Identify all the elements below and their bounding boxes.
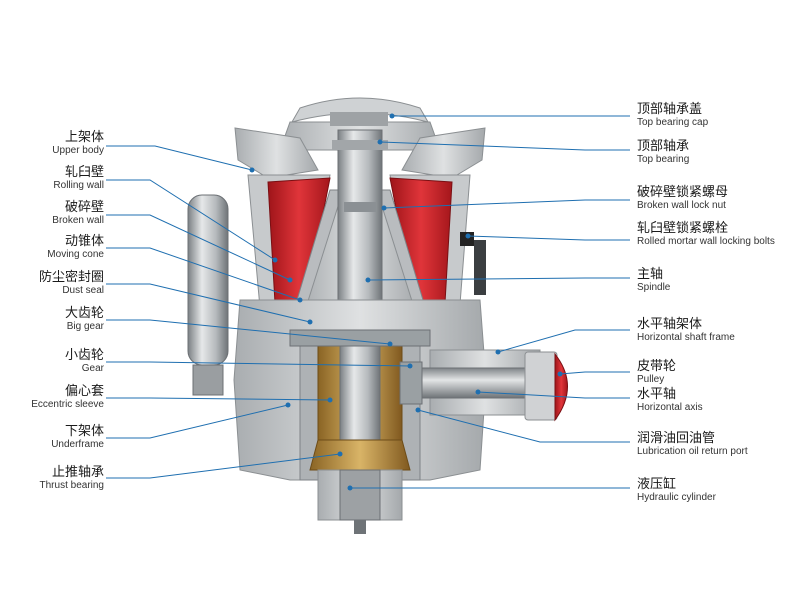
label-thrust-bearing: 止推轴承 Thrust bearing (39, 465, 104, 491)
label-underframe: 下架体 Underframe (51, 424, 104, 450)
leader-shaft-frame (497, 329, 630, 353)
leader-dots (249, 113, 563, 491)
leader-oil-return (417, 409, 630, 443)
label-broken-wall: 破碎壁 Broken wall (52, 200, 104, 226)
leader-dust-seal (106, 283, 311, 323)
label-gear: 小齿轮 Gear (64, 348, 104, 374)
leader-horizontal-axis (477, 391, 630, 399)
label-locking-bolts: 轧臼壁锁紧螺栓 Rolled mortar wall locking bolts (637, 221, 775, 247)
leader-moving-cone (106, 247, 301, 301)
leader-upper-body (106, 145, 253, 171)
leader-gear (106, 361, 411, 367)
leader-locking-bolts (467, 235, 630, 241)
label-pulley: 皮带轮 Pulley (637, 359, 677, 385)
leader-spindle (367, 277, 630, 281)
label-lock-nut: 破碎壁锁紧螺母 Broken wall lock nut (637, 185, 729, 211)
crusher-body (187, 97, 568, 534)
leader-broken-wall (106, 214, 291, 281)
leader-lock-nut (383, 199, 630, 209)
label-rolling-wall: 轧臼壁 Rolling wall (53, 165, 104, 191)
label-top-bearing-cap: 顶部轴承盖 Top bearing cap (637, 102, 709, 128)
leader-rolling-wall (106, 179, 276, 261)
label-spindle: 主轴 Spindle (637, 267, 671, 293)
label-horizontal-axis: 水平轴 Horizontal axis (637, 387, 703, 413)
leader-big-gear (106, 319, 391, 345)
label-big-gear: 大齿轮 Big gear (64, 306, 104, 332)
label-moving-cone: 动锥体 Moving cone (47, 234, 104, 260)
leader-eccentric-sleeve (106, 397, 331, 401)
label-top-bearing: 顶部轴承 Top bearing (637, 139, 690, 165)
leader-lines (106, 115, 630, 489)
label-oil-return: 润滑油回油管 Lubrication oil return port (637, 431, 748, 457)
label-shaft-frame: 水平轴架体 Horizontal shaft frame (637, 317, 735, 343)
leader-pulley (559, 371, 630, 375)
leader-top-bearing (379, 141, 630, 151)
label-upper-body: 上架体 Upper body (52, 130, 104, 156)
leader-thrust-bearing (106, 453, 341, 479)
label-dust-seal: 防尘密封圈 Dust seal (38, 270, 104, 296)
label-hydraulic-cylinder: 液压缸 Hydraulic cylinder (637, 477, 716, 503)
label-eccentric-sleeve: 偏心套 Eccentric sleeve (31, 384, 104, 410)
leader-underframe (106, 404, 289, 439)
